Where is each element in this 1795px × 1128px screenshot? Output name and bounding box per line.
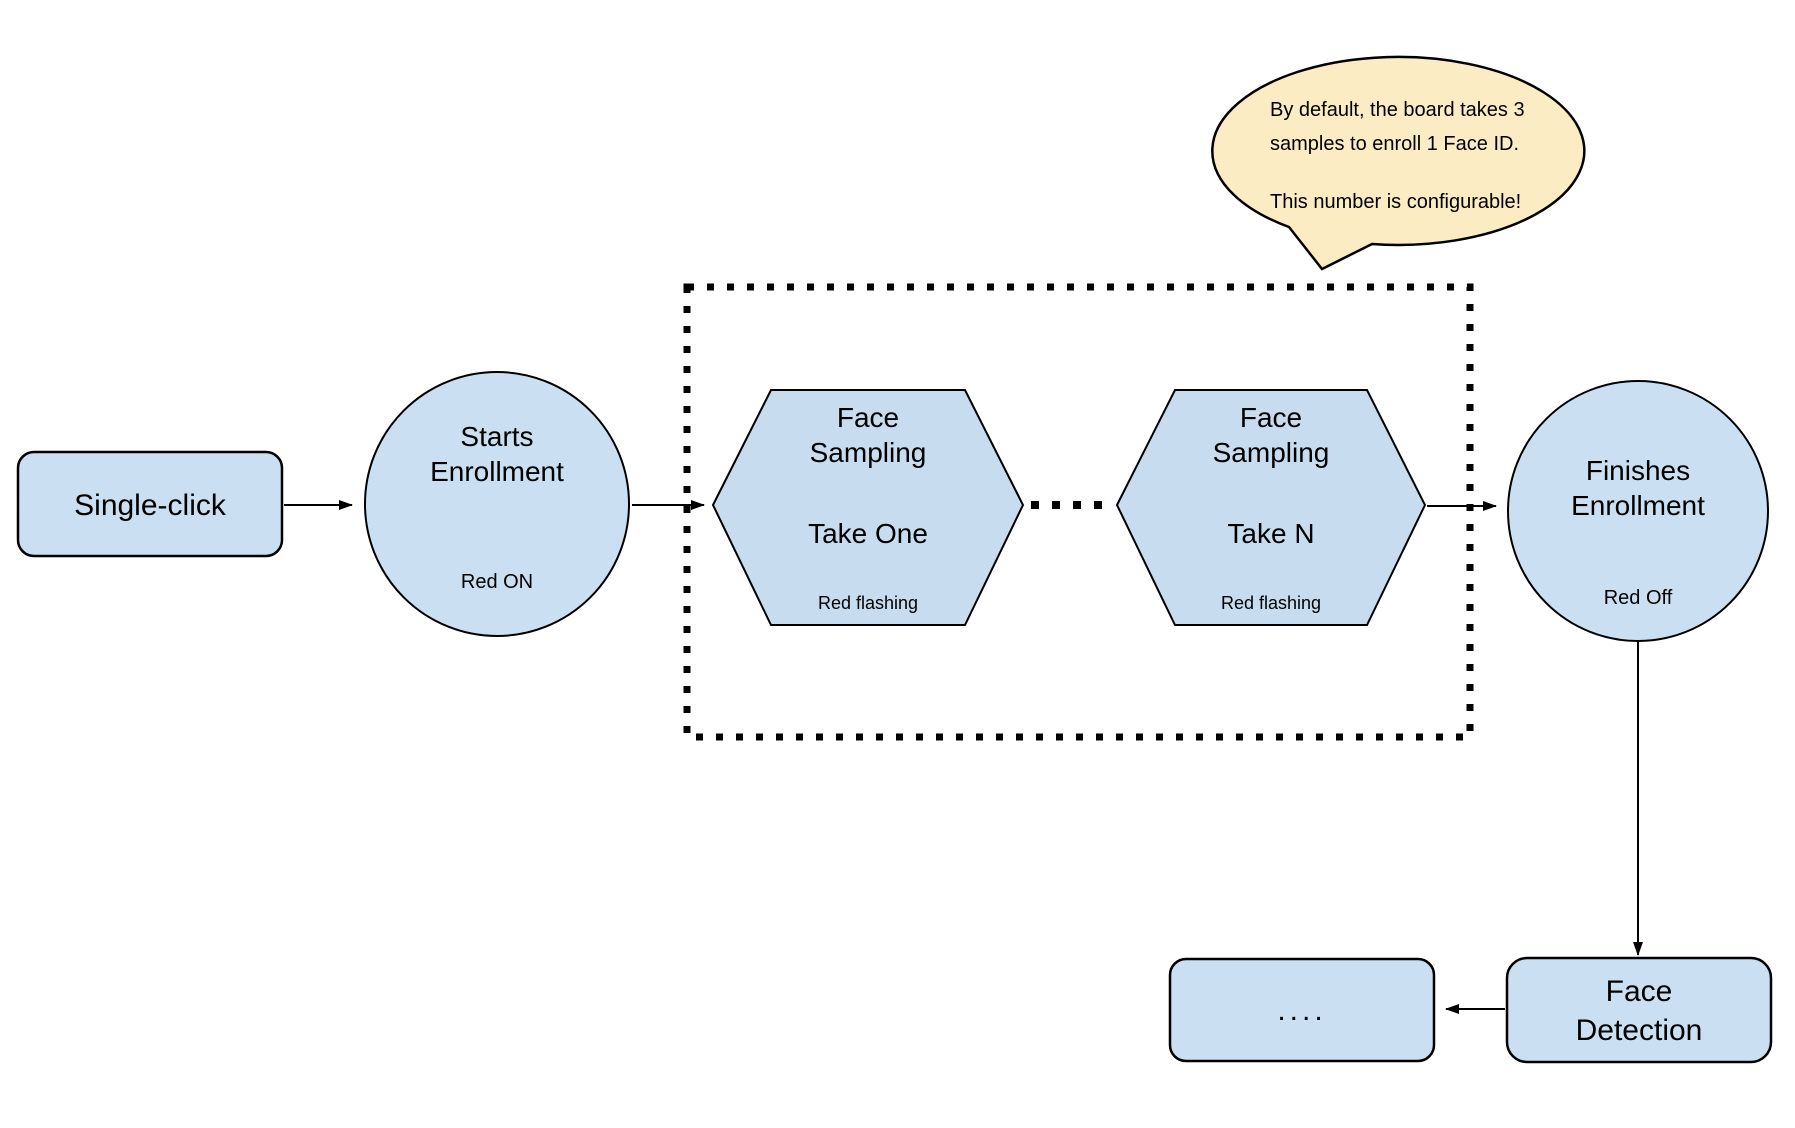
starts-enrollment-led-status: Red ON [461,571,533,593]
starts-enrollment-circle [364,371,630,637]
face-sampling-n-subtitle: Take N [1227,518,1314,549]
node-starts-enrollment: Starts Enrollment Red ON [364,371,630,637]
finishes-enrollment-title-2: Enrollment [1571,490,1705,521]
continuation-box [1168,957,1436,1063]
node-face-sampling-n: Face Sampling Take N Red flashing [1115,389,1427,626]
single-click-label: Single-click [74,489,227,522]
node-face-detection: Face Detection [1505,956,1773,1064]
face-sampling-n-hexagon [1115,389,1427,626]
callout-bubble-group: By default, the board takes 3 samples to… [1211,55,1586,271]
callout-line-1: By default, the board takes 3 [1270,99,1525,121]
finishes-enrollment-circle [1507,380,1769,642]
face-sampling-n-title-1: Face [1240,402,1302,433]
face-detection-title-2: Detection [1576,1014,1703,1047]
face-sampling-one-led-status: Red flashing [818,593,918,613]
node-continuation: .... [1168,957,1436,1063]
finishes-enrollment-title-1: Finishes [1586,455,1690,486]
face-detection-box [1505,956,1773,1064]
face-sampling-n-title-2: Sampling [1213,437,1330,468]
face-detection-title-1: Face [1606,975,1673,1008]
callout-bubble [1211,55,1586,271]
face-sampling-one-title-1: Face [837,402,899,433]
face-sampling-one-title-2: Sampling [810,437,927,468]
starts-enrollment-title-2: Enrollment [430,456,564,487]
callout-line-2: samples to enroll 1 Face ID. [1270,133,1519,155]
callout-line-3: This number is configurable! [1270,191,1521,213]
continuation-label: .... [1277,994,1326,1027]
node-face-sampling-one: Face Sampling Take One Red flashing [711,389,1025,626]
single-click-box [16,450,284,558]
node-single-click: Single-click [16,450,284,558]
node-finishes-enrollment: Finishes Enrollment Red Off [1507,380,1769,642]
face-sampling-one-subtitle: Take One [808,518,928,549]
finishes-enrollment-led-status: Red Off [1604,587,1673,609]
sampling-group-dotted-border [683,283,1474,741]
face-sampling-one-hexagon [711,389,1025,626]
starts-enrollment-title-1: Starts [460,421,533,452]
face-sampling-n-led-status: Red flashing [1221,593,1321,613]
